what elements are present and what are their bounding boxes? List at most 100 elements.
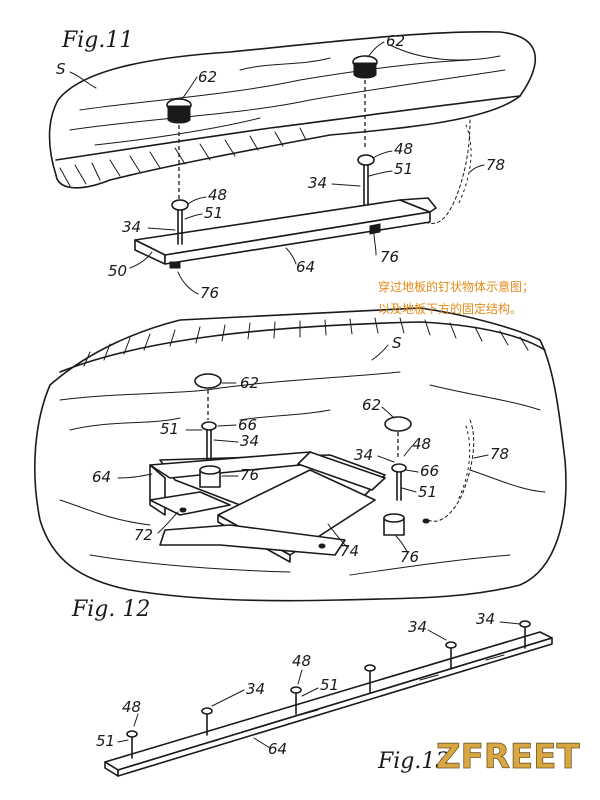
leader	[133, 713, 139, 727]
label: 51	[204, 204, 223, 222]
feet-76-fig11	[169, 223, 381, 269]
label: 76	[400, 548, 419, 566]
caption-line-2: 以及地板下方的固定结构。	[378, 302, 523, 316]
figure-12: Fig. 12 S 62 62 66 51 34 48 34 78 66 51 …	[34, 307, 567, 622]
label: 78	[486, 156, 505, 174]
leader	[301, 687, 319, 697]
leader	[157, 511, 179, 534]
hole-62-right	[384, 416, 412, 432]
label: 62	[362, 396, 381, 414]
label: 50	[108, 262, 127, 280]
leader	[405, 469, 419, 473]
label: 66	[238, 416, 257, 434]
slab-edge-fig11	[55, 95, 521, 161]
leader	[401, 487, 417, 493]
grain-line	[94, 117, 261, 146]
label: 78	[490, 445, 509, 463]
grain-line	[69, 417, 181, 431]
grain-line	[239, 409, 331, 421]
nail-shank-51-right	[396, 471, 402, 501]
leader	[499, 621, 521, 625]
grain-line	[349, 554, 511, 576]
label: 51	[160, 420, 179, 438]
bracket-72	[149, 491, 231, 516]
label: 76	[380, 248, 399, 266]
leader	[297, 669, 303, 685]
figure-11: Fig.11	[48, 28, 536, 302]
label: 62	[386, 32, 405, 50]
fig12-title: Fig. 12	[71, 597, 150, 622]
label: 64	[268, 740, 287, 758]
label: 64	[296, 258, 315, 276]
leader	[371, 344, 389, 361]
strip-hatching	[199, 654, 505, 746]
leader	[187, 196, 207, 205]
plate-64-right-arm	[297, 451, 386, 491]
label: 76	[200, 284, 219, 302]
slab-hatching	[59, 127, 307, 187]
chain-links	[457, 124, 472, 206]
grain-line	[429, 384, 541, 411]
label: 34	[408, 618, 427, 636]
leader	[117, 739, 129, 743]
label: 34	[122, 218, 141, 236]
foot-76-right-top	[383, 513, 405, 523]
label: 34	[240, 432, 259, 450]
fig13-title: Fig.13	[377, 749, 449, 774]
leader	[331, 183, 361, 187]
leader	[473, 454, 489, 459]
caption-note: 穿过地板的钉状物体示意图； 以及地板下方的固定结构。	[378, 276, 534, 320]
label: 74	[340, 542, 359, 560]
label: 66	[420, 462, 439, 480]
label: 51	[320, 676, 339, 694]
leader	[381, 406, 395, 419]
fig11-title: Fig.11	[61, 28, 133, 53]
leader	[181, 76, 198, 100]
leader	[184, 213, 203, 220]
nail-shank-51-left	[206, 429, 212, 461]
foot-76-left-top	[199, 465, 221, 475]
grain-line	[389, 44, 501, 61]
label: 72	[134, 526, 153, 544]
nail-head-66-left	[201, 421, 217, 431]
alignment-dashes-fig12	[207, 390, 399, 460]
hole-62-left	[194, 373, 222, 389]
leader	[469, 164, 485, 173]
label: 34	[246, 680, 265, 698]
leader	[403, 445, 413, 457]
rivet	[422, 518, 430, 524]
grain-line	[69, 69, 506, 131]
leader	[367, 41, 385, 58]
rivet	[318, 543, 326, 549]
label: 48	[412, 435, 431, 453]
chain-links	[457, 425, 471, 501]
label: S	[56, 60, 66, 78]
grain-line	[59, 371, 401, 401]
leader	[377, 455, 395, 463]
label: 64	[92, 468, 111, 486]
label: 34	[354, 446, 373, 464]
plate-64-side	[164, 211, 431, 265]
label: 48	[208, 186, 227, 204]
plate-64-lower	[159, 524, 346, 556]
leader	[368, 170, 393, 177]
label: 62	[198, 68, 217, 86]
strip-64-side	[117, 637, 553, 777]
leader	[327, 523, 349, 549]
leader	[211, 689, 245, 707]
label: 34	[308, 174, 327, 192]
plate-tab	[399, 197, 437, 213]
label: 48	[394, 140, 413, 158]
caption-line-1: 穿过地板的钉状物体示意图；	[378, 280, 535, 294]
leader	[129, 251, 153, 269]
nail-shank-51-left	[177, 209, 183, 245]
label: 51	[96, 732, 115, 750]
chain-78-fig12	[427, 419, 475, 522]
nail-shank-51-right	[363, 164, 369, 206]
label: 76	[240, 466, 259, 484]
alignment-dashes-fig11	[178, 80, 366, 200]
leader	[427, 629, 447, 641]
nail-head-66-right	[391, 463, 407, 473]
floor-slab-fig11	[48, 30, 536, 189]
